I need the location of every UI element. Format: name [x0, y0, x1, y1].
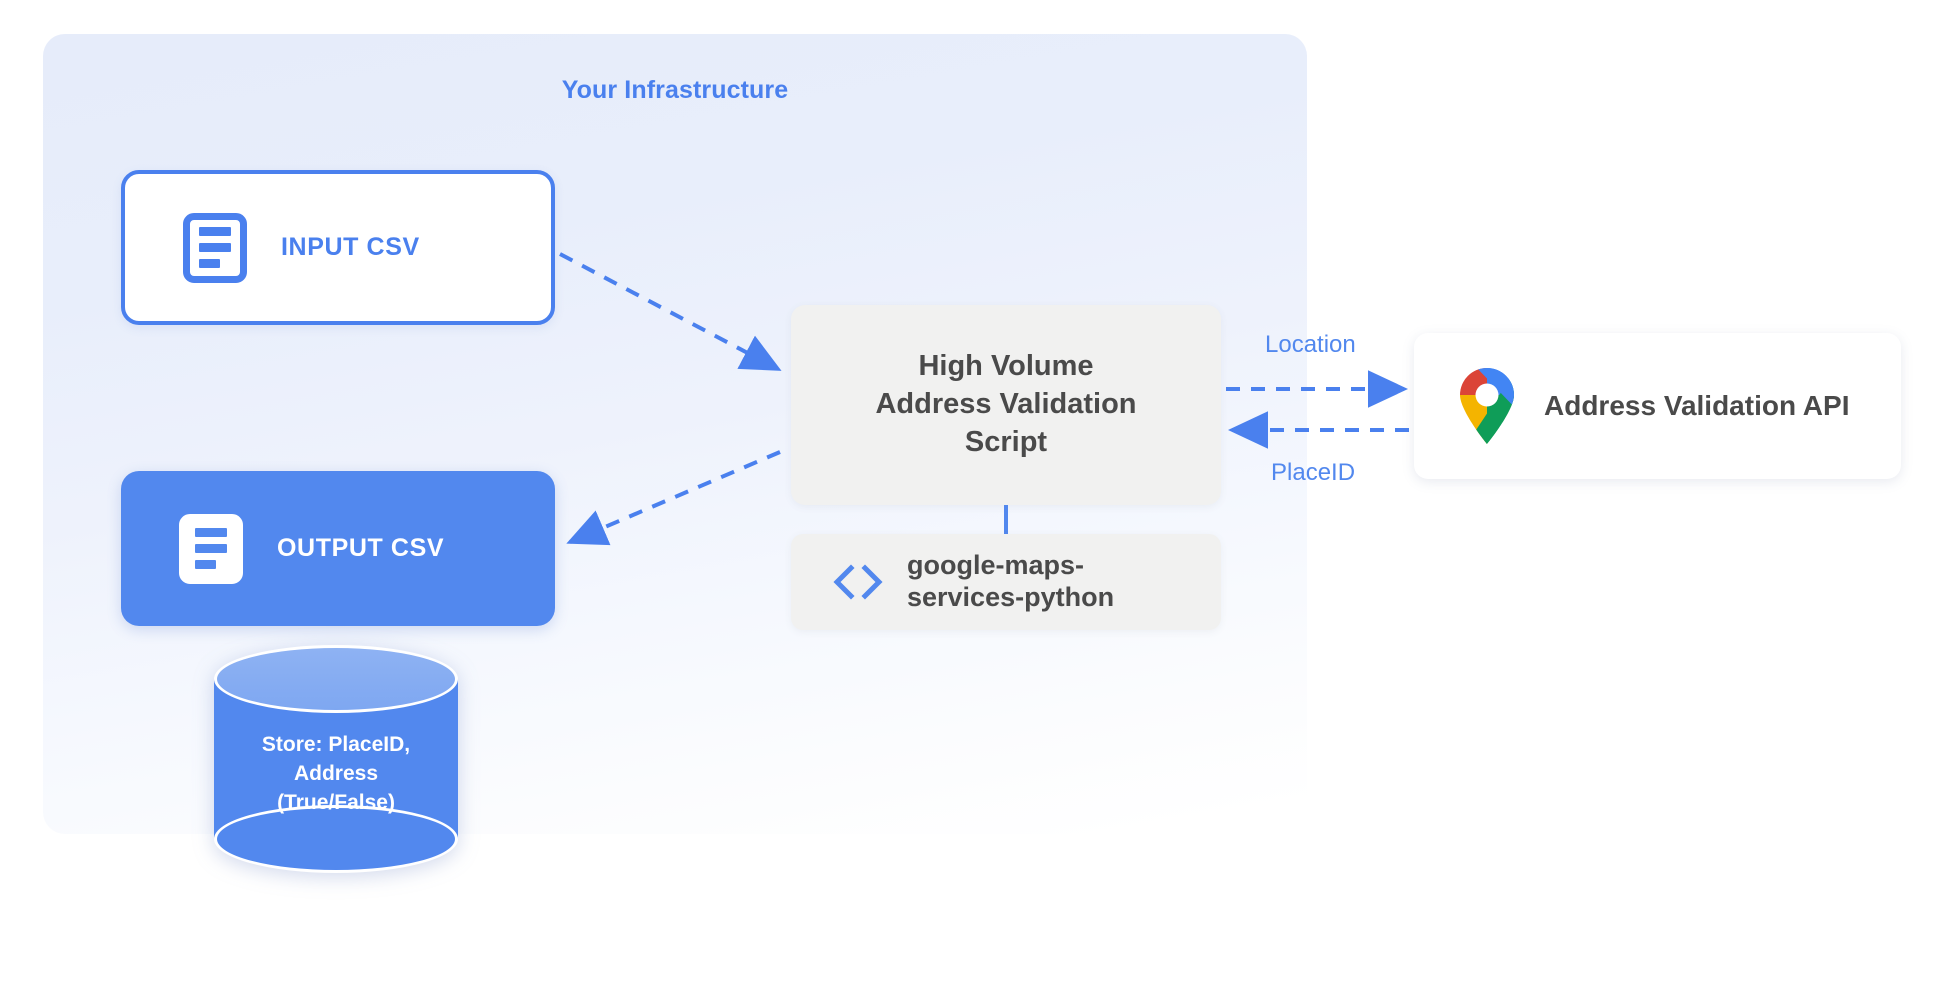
address-validation-api-label: Address Validation API	[1544, 390, 1850, 421]
library-line-2: services-python	[907, 582, 1115, 612]
output-csv-label: OUTPUT CSV	[277, 534, 445, 562]
script-line-2: Address Validation	[875, 388, 1137, 421]
database-line-3: (True/False)	[277, 790, 395, 814]
code-brackets-icon	[831, 562, 885, 602]
script-node[interactable]: High Volume Address Validation Script	[791, 305, 1221, 505]
google-maps-pin-icon	[1456, 367, 1518, 445]
database-node-text: Store: PlaceID, Address (True/False)	[214, 731, 458, 818]
script-node-text: High Volume Address Validation Script	[861, 348, 1150, 461]
document-icon	[183, 212, 247, 283]
library-node[interactable]: google-maps- services-python	[791, 534, 1221, 630]
output-csv-node[interactable]: OUTPUT CSV	[121, 471, 555, 626]
infrastructure-panel-title: Your Infrastructure	[561, 76, 789, 104]
database-line-1: Store: PlaceID,	[261, 733, 411, 756]
library-node-text: google-maps- services-python	[907, 550, 1114, 613]
edge-label-placeid: PlaceID	[1271, 459, 1356, 486]
input-csv-node[interactable]: INPUT CSV	[121, 170, 555, 325]
address-validation-api-node[interactable]: Address Validation API	[1414, 333, 1901, 479]
cylinder-top	[214, 645, 458, 713]
script-line-1: High Volume	[918, 350, 1094, 383]
database-line-2: Address	[293, 761, 379, 785]
input-csv-label: INPUT CSV	[281, 233, 420, 261]
document-icon	[179, 513, 243, 584]
edge-label-location: Location	[1265, 331, 1356, 358]
library-line-1: google-maps-	[907, 550, 1085, 581]
script-library-connector	[1004, 505, 1008, 536]
cylinder-bottom	[214, 805, 458, 873]
script-line-3: Script	[964, 425, 1048, 458]
database-node[interactable]: Store: PlaceID, Address (True/False)	[214, 645, 458, 873]
